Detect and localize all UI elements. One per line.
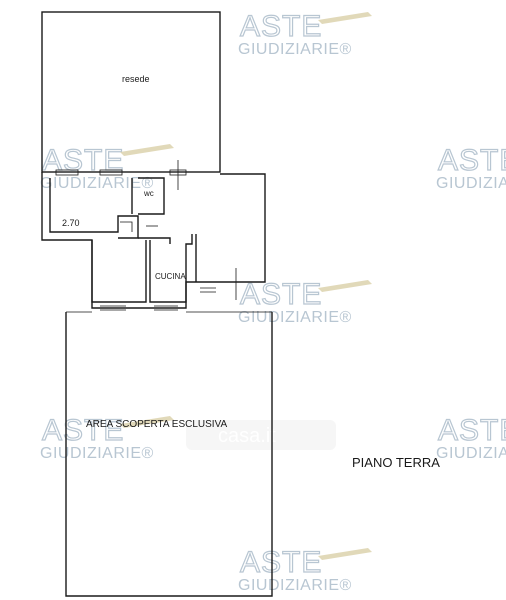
- door-marks: [100, 160, 237, 311]
- label-cucina: CUCINA: [155, 272, 186, 281]
- label-wc: wc: [143, 189, 154, 198]
- label-dimension: 2.70: [62, 218, 80, 228]
- label-piano-terra: PIANO TERRA: [352, 455, 440, 470]
- watermark-giudiziarie-text: GIUDIZIARIE®: [238, 309, 352, 326]
- gavel-icon: [318, 12, 372, 24]
- gavel-icon: [120, 416, 174, 428]
- watermark-aste-text: ASTE: [42, 414, 124, 447]
- label-area-scoperta: AREA SCOPERTA ESCLUSIVA: [86, 419, 227, 430]
- watermark-aste-text: ASTE: [438, 144, 506, 177]
- watermark-bottom: ASTE GIUDIZIARIE®: [238, 545, 372, 594]
- watermark-center: ASTE GIUDIZIARIE®: [238, 277, 372, 326]
- watermark-aste-text: ASTE: [240, 278, 322, 311]
- watermark-giudiziarie-text: GIUDIZIARIE®: [238, 41, 352, 58]
- watermark-giudiziarie-text: GIUDIZIARIE®: [238, 577, 352, 594]
- watermark-aste-text: ASTE: [240, 546, 322, 579]
- watermark-giudiziarie-text: GIUDIZIARIE®: [436, 175, 506, 192]
- inner-walls: [49, 177, 197, 303]
- gavel-icon: [120, 144, 174, 156]
- area-scoperta-outline: [65, 312, 273, 597]
- watermark-top: ASTE GIUDIZIARIE®: [238, 9, 372, 58]
- watermark-left-lower: ASTE GIUDIZIARIE®: [40, 413, 174, 462]
- watermark-right-upper: ASTE GIUDIZIARIE®: [436, 143, 506, 192]
- casa-it-logo-text: casa.it: [218, 425, 276, 447]
- watermark-giudiziarie-text: GIUDIZIARIE®: [40, 445, 154, 462]
- watermark-giudiziarie-text: GIUDIZIARIE®: [40, 175, 154, 192]
- building-outline: [41, 172, 266, 309]
- watermark-right-lower: ASTE GIUDIZIARIE®: [436, 413, 506, 462]
- casa-it-logo: casa.it: [186, 420, 336, 450]
- watermark-aste-text: ASTE: [240, 10, 322, 43]
- watermark-left-upper: ASTE GIUDIZIARIE®: [40, 143, 174, 192]
- gavel-icon: [318, 280, 372, 292]
- resede-area: [41, 11, 221, 173]
- label-resede: resede: [122, 74, 150, 84]
- watermark-aste-text: ASTE: [438, 414, 506, 447]
- watermark-giudiziarie-text: GIUDIZIARIE®: [436, 445, 506, 462]
- gavel-icon: [318, 548, 372, 560]
